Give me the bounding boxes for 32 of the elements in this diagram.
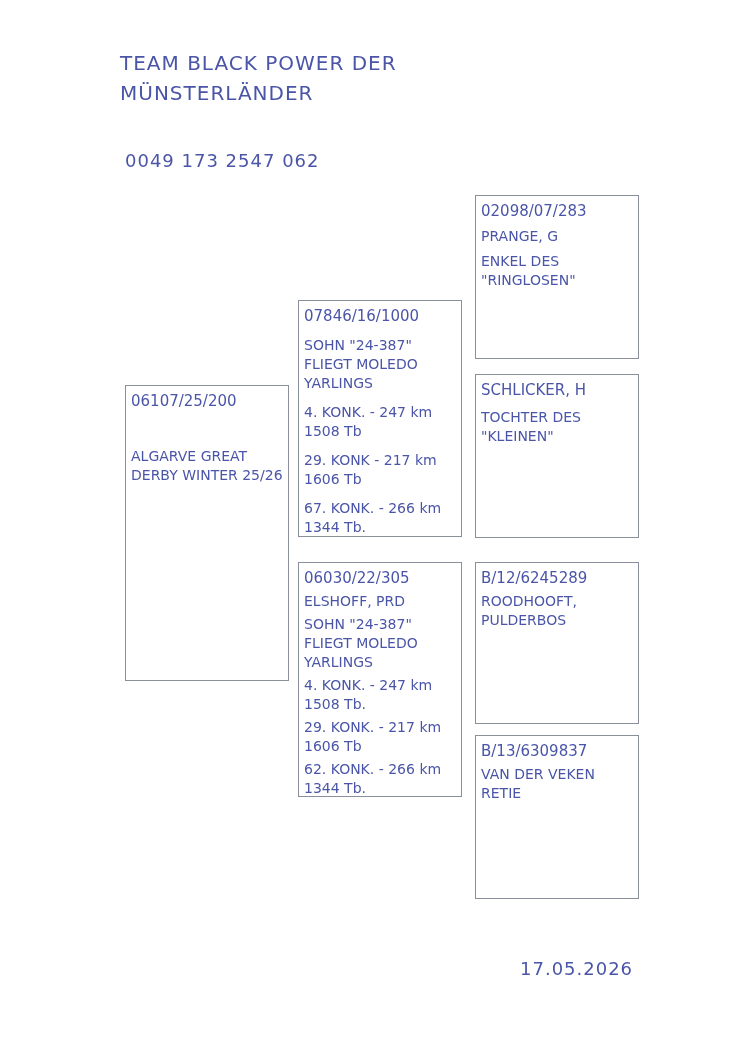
entry-text: TOCHTER DES "KLEINEN"	[481, 408, 582, 446]
pedigree-box	[475, 735, 639, 899]
entry-text: ELSHOFF, PRD	[304, 592, 407, 611]
entry-text: 02098/07/283	[481, 202, 588, 221]
entry-text: B/12/6245289	[481, 569, 589, 588]
entry-text: ENKEL DES "RINGLOSEN"	[481, 252, 577, 290]
pedigree-box	[298, 562, 462, 797]
entry-text: 4. KONK. - 247 km 1508 Tb	[304, 403, 434, 441]
note: 0049 173 2547 062	[125, 150, 320, 171]
pedigree-box	[298, 300, 462, 537]
entry-text: SOHN "24-387" FLIEGT MOLEDO YARLINGS	[304, 615, 419, 672]
entry-text: PRANGE, G	[481, 227, 560, 246]
entry-text: 06107/25/200	[131, 392, 238, 411]
entry-text: 29. KONK. - 217 km 1606 Tb	[304, 718, 443, 756]
entry-text: ALGARVE GREAT DERBY WINTER 25/26	[131, 447, 283, 485]
pedigree-box	[475, 562, 639, 724]
title: TEAM BLACK POWER DER MÜNSTERLÄNDER	[120, 50, 398, 107]
pedigree-box	[475, 374, 639, 538]
entry-text: B/13/6309837	[481, 742, 589, 761]
entry-text: VAN DER VEKEN RETIE	[481, 765, 596, 803]
entry-text: 67. KONK. - 266 km 1344 Tb.	[304, 499, 443, 537]
entry-text: 06030/22/305	[304, 569, 411, 588]
entry-text: 07846/16/1000	[304, 307, 421, 326]
entry-text: 29. KONK - 217 km 1606 Tb	[304, 451, 438, 489]
entry-text: SOHN "24-387" FLIEGT MOLEDO YARLINGS	[304, 336, 419, 393]
entry-text: 4. KONK. - 247 km 1508 Tb.	[304, 676, 434, 714]
note: 17.05.2026	[520, 958, 634, 979]
entry-text: ROODHOOFT, PULDERBOS	[481, 592, 578, 630]
entry-text: SCHLICKER, H	[481, 381, 588, 400]
pedigree-box	[475, 195, 639, 359]
pedigree-box	[125, 385, 289, 681]
entry-text: 62. KONK. - 266 km 1344 Tb.	[304, 760, 443, 798]
